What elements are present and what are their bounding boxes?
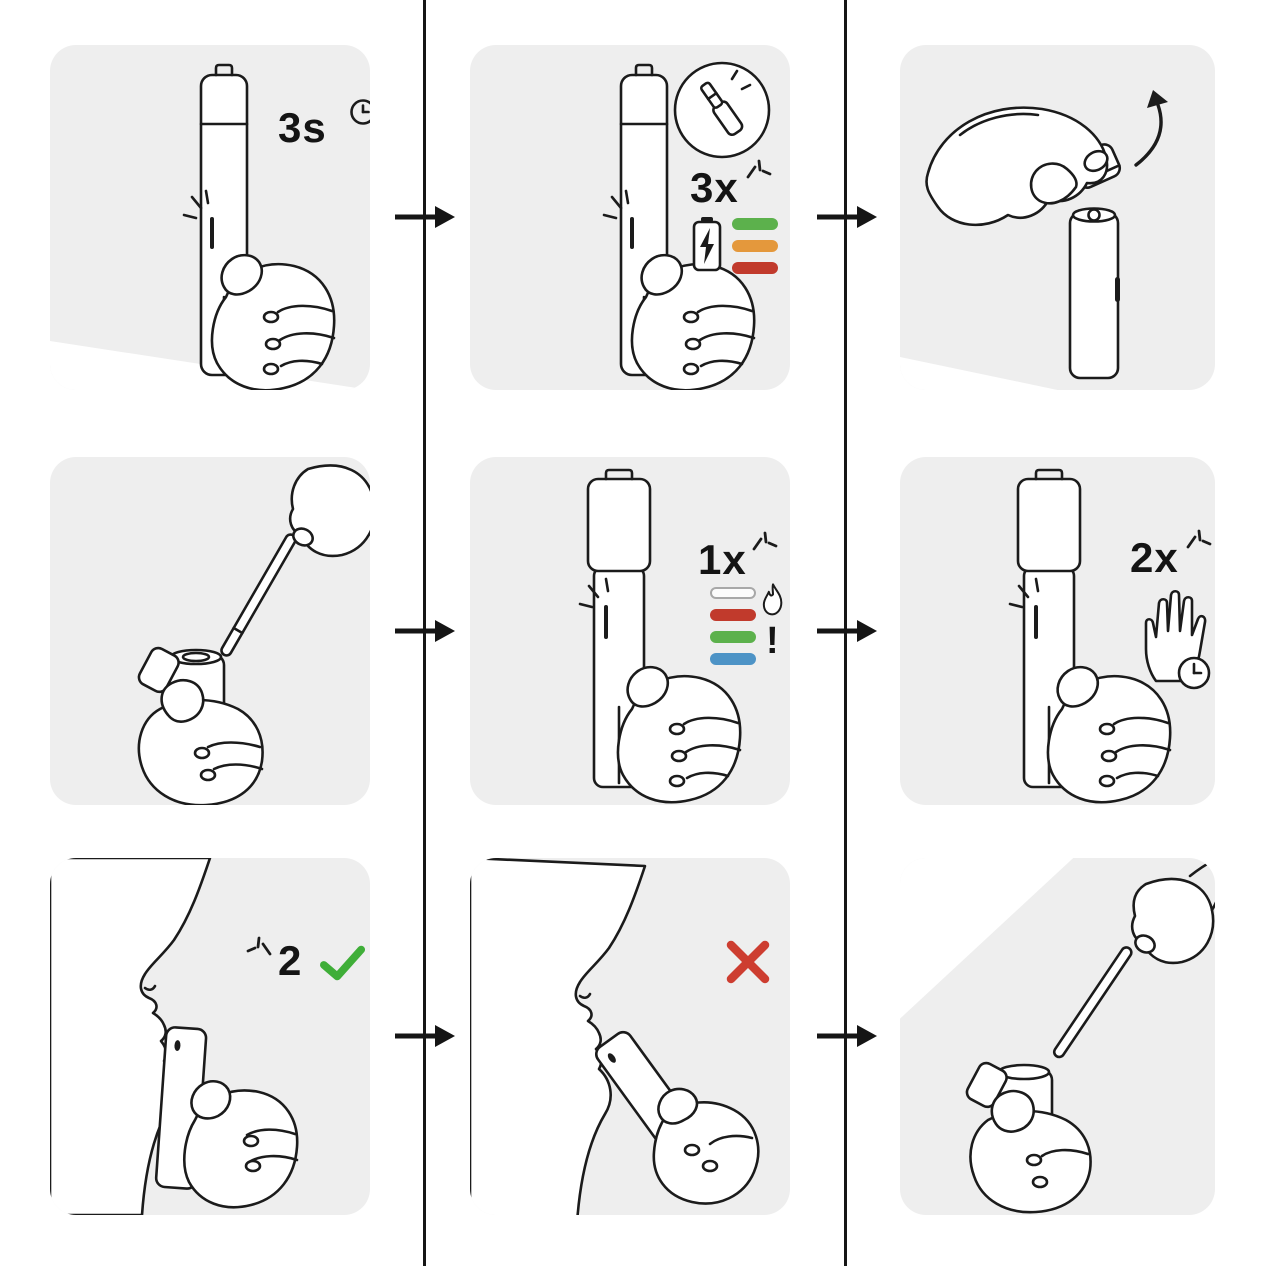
device-in-hand-illustration xyxy=(1008,468,1172,804)
palm-clock-icon xyxy=(1144,589,1211,690)
panel-puff-twice: 2 xyxy=(50,858,370,1215)
blink-count-label: 3x xyxy=(690,164,739,211)
panel-insert-stick xyxy=(50,457,370,805)
led-slot xyxy=(607,1053,616,1063)
stick xyxy=(220,533,297,657)
upper-pinching-hand xyxy=(1130,858,1215,965)
fingertip xyxy=(1134,934,1156,954)
led-slot xyxy=(210,217,214,249)
check-icon xyxy=(320,945,366,981)
gripping-hand xyxy=(616,665,742,804)
nostril xyxy=(578,992,592,1000)
flow-arrow xyxy=(395,620,455,642)
green-bar xyxy=(710,631,756,643)
device-body xyxy=(1068,207,1120,380)
panel-remove-stick xyxy=(900,858,1215,1215)
panel-led-blinks-3x-battery-check: 3x xyxy=(470,45,790,390)
stick-insertion-illustration xyxy=(137,464,370,805)
green-bar xyxy=(732,218,778,230)
led-blink-sparks-icon xyxy=(602,189,630,220)
status-color-bars xyxy=(710,587,756,665)
panel-hold-button-3s: 3s xyxy=(50,45,370,390)
thumb xyxy=(626,665,669,708)
magnifier-inset-icon xyxy=(673,61,771,159)
puff-count-label: 2 xyxy=(278,937,303,984)
flow-arrow xyxy=(817,620,877,642)
gripping-hand xyxy=(652,1087,760,1205)
blink-burst-icon xyxy=(1186,529,1212,549)
open-lid xyxy=(137,646,180,694)
led-slot xyxy=(630,217,634,249)
clock-icon xyxy=(350,99,370,125)
open-lid xyxy=(965,1061,1008,1109)
device-in-hand-illustration xyxy=(182,63,336,390)
gripping-hand xyxy=(183,1079,299,1209)
flow-arrow xyxy=(817,1025,877,1047)
side-button xyxy=(1115,277,1120,302)
battery-icon xyxy=(692,217,722,272)
thumb xyxy=(640,253,683,296)
curved-arrow-icon xyxy=(1134,90,1168,167)
heating-warning-label: ! xyxy=(766,620,779,662)
inhaling-face-tilted-device-illustration xyxy=(470,858,760,1215)
hold-duration-label: 3s xyxy=(278,104,327,151)
cross-icon xyxy=(726,940,770,984)
thumb xyxy=(190,1079,232,1120)
orange-bar xyxy=(732,240,778,252)
led-blink-sparks-icon xyxy=(1008,577,1040,609)
flame-icon xyxy=(762,583,783,616)
gripping-hand xyxy=(210,253,336,390)
panel-avoid-wrong-puff xyxy=(470,858,790,1215)
blink-count-label: 1x xyxy=(698,536,747,583)
device-in-hand-illustration xyxy=(578,468,742,804)
stick xyxy=(1052,946,1133,1059)
thumb xyxy=(1029,162,1078,205)
nostril xyxy=(143,984,157,992)
blink-burst-icon xyxy=(746,159,772,179)
led-slot xyxy=(174,1040,181,1052)
lower-gripping-hand xyxy=(137,679,264,805)
panel-led-blinks-1x: 1x ! xyxy=(470,457,790,805)
thumb xyxy=(160,679,205,723)
led-slot xyxy=(604,605,608,639)
thumb xyxy=(220,253,263,296)
fingertip xyxy=(292,527,314,547)
inhaling-face-illustration xyxy=(50,858,299,1215)
blink-burst-icon xyxy=(246,936,272,956)
blink-count-label: 2x xyxy=(1130,534,1179,581)
face-profile xyxy=(470,858,647,1215)
panel-open-cap xyxy=(900,45,1215,390)
led-blink-sparks-icon xyxy=(578,577,610,609)
blink-burst-icon xyxy=(752,531,778,551)
battery-level-bars xyxy=(732,218,778,274)
thumb xyxy=(990,1089,1035,1133)
red-bar xyxy=(732,262,778,274)
stick-removal-illustration xyxy=(965,858,1215,1214)
index-fingertip xyxy=(1083,149,1109,173)
led-blink-sparks-icon xyxy=(182,189,210,220)
panel-led-blinks-2x-wait: 2x xyxy=(900,457,1215,805)
cap-removal-illustration xyxy=(925,90,1168,380)
device-in-hand-with-inset-illustration xyxy=(602,61,771,390)
led-slot xyxy=(1034,605,1038,639)
blue-bar xyxy=(710,653,756,665)
flow-arrow xyxy=(395,206,455,228)
gripping-hand xyxy=(1046,665,1172,804)
red-bar xyxy=(710,609,756,621)
thumb xyxy=(1056,665,1099,708)
flow-arrow xyxy=(395,1025,455,1047)
upper-pinching-hand xyxy=(288,464,370,558)
lower-gripping-hand xyxy=(969,1089,1092,1214)
thumb xyxy=(657,1087,699,1125)
flow-arrow xyxy=(817,206,877,228)
pinching-hand xyxy=(925,106,1109,227)
white-bar xyxy=(710,587,756,599)
gripping-hand xyxy=(630,253,756,390)
